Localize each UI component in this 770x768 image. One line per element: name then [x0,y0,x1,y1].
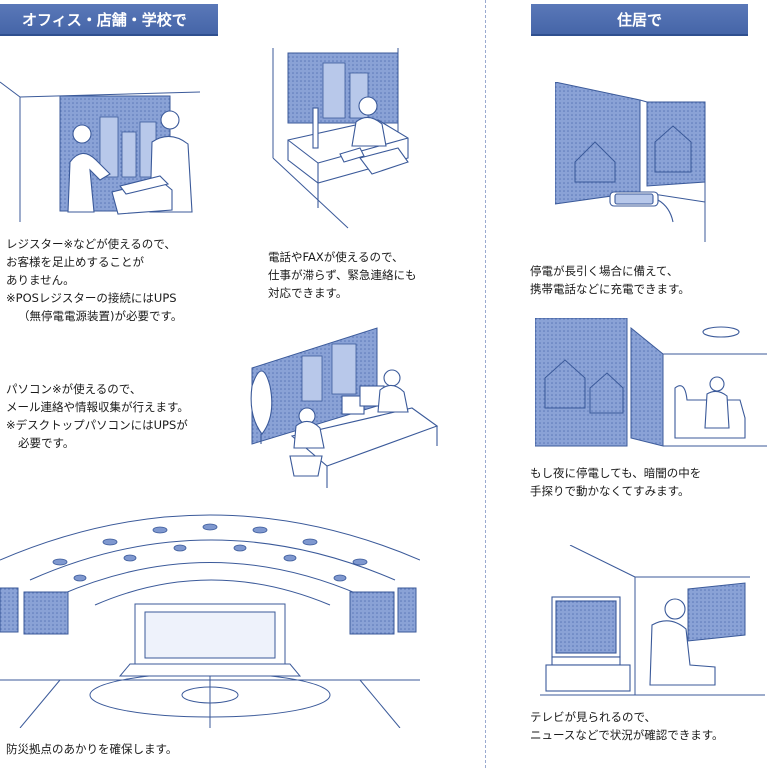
charge-caption-line2: 携帯電話などに充電できます。 [530,282,690,296]
pc-caption-line1: パソコン※が使えるので、 [6,382,142,396]
tv-caption: テレビが見られるので、 ニュースなどで状況が確認できます。 [530,708,724,744]
light-caption-line2: 手探りで動かなくてすみます。 [530,484,690,498]
tv-caption-line1: テレビが見られるので、 [530,710,657,724]
tv-caption-line2: ニュースなどで状況が確認できます。 [530,728,724,742]
charge-caption-line1: 停電が長引く場合に備えて、 [530,264,679,278]
register-caption-line1: レジスター※などが使えるので、 [6,237,176,251]
pc-note-line1: ※デスクトップパソコンにはUPSが [6,418,188,432]
phone-fax-illustration [268,48,418,238]
charge-caption: 停電が長引く場合に備えて、 携帯電話などに充電できます。 [530,262,690,298]
section-title-office: オフィス・店舗・学校で [22,10,187,29]
light-caption: もし夜に停電しても、暗闇の中を 手探りで動かなくてすみます。 [530,464,701,500]
section-header-home: 住居で [531,4,748,36]
gym-caption: 防災拠点のあかりを確保します。 [6,740,177,758]
pc-note-line2: 必要です。 [18,436,75,450]
tv-room-illustration [540,545,765,700]
section-title-home: 住居で [616,10,662,29]
pc-caption: パソコン※が使えるので、 メール連絡や情報収集が行えます。 ※デスクトップパソコ… [6,380,189,452]
light-caption-line1: もし夜に停電しても、暗闇の中を [530,466,702,480]
gym-caption-line1: 防災拠点のあかりを確保します。 [6,742,178,756]
phone-fax-caption: 電話やFAXが使えるので、 仕事が滞らず、緊急連絡にも 対応できます。 [268,248,416,302]
phone-fax-caption-line2: 仕事が滞らず、緊急連絡にも [268,268,417,282]
gym-illustration [0,500,420,728]
phone-fax-caption-line3: 対応できます。 [268,286,348,300]
pc-office-illustration [232,316,442,491]
phone-fax-caption-line1: 電話やFAXが使えるので、 [268,250,404,264]
pc-caption-line2: メール連絡や情報収集が行えます。 [6,400,189,414]
column-divider [485,0,486,768]
register-illustration [0,62,215,222]
register-note-line1: ※POSレジスターの接続にはUPS [6,291,177,305]
phone-charge-illustration [555,82,715,242]
register-caption-line2: お客様を足止めすることが [6,255,144,269]
night-light-illustration [535,318,767,453]
section-header-office: オフィス・店舗・学校で [0,4,218,36]
register-caption: レジスター※などが使えるので、 お客様を足止めすることが ありません。 ※POS… [6,235,182,325]
register-note-line2: （無停電電源装置)が必要です。 [18,309,183,323]
register-caption-line3: ありません。 [6,273,75,287]
